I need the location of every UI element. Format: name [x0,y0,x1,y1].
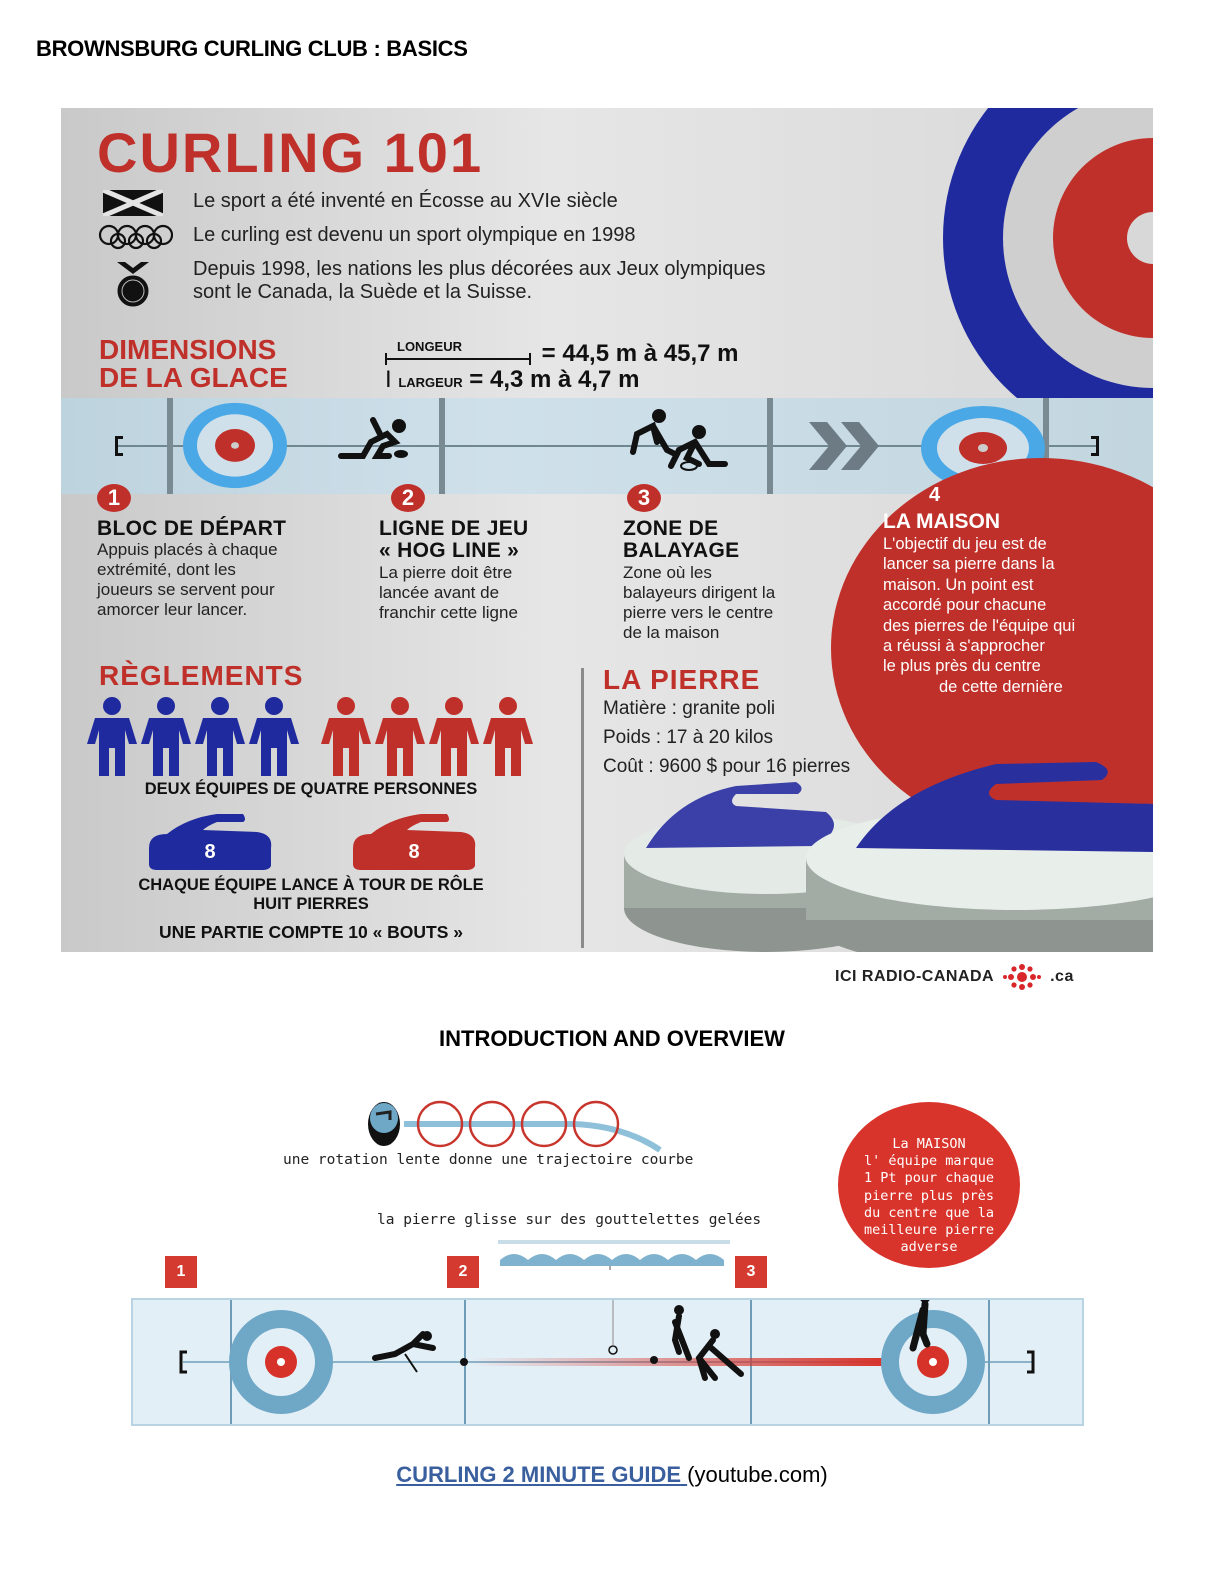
red-team-people-icon [321,697,533,776]
marker-3: 3 [735,1256,767,1288]
scotland-flag-icon [103,190,163,216]
blue-team-people-icon [87,697,299,776]
infographic-title: CURLING 101 [97,121,484,184]
stone-title: LA PIERRE [603,664,761,695]
ice-sheet [131,1298,1084,1426]
zone-number-badge: 1 [97,484,131,512]
stone-icon [353,814,476,870]
stone-material: Matière : granite poli [603,698,776,719]
curling-guide-link[interactable]: CURLING 2 MINUTE GUIDE [396,1462,688,1487]
hack-icon-left [115,436,123,456]
frozen-droplets-graphic [498,1240,730,1270]
red-stone-count: 8 [351,808,477,872]
marker-2: 2 [447,1256,479,1288]
document-title: BROWNSBURG CURLING CLUB : BASICS [36,36,468,61]
width-ruler-icon: I [385,366,392,393]
link-source: (youtube.com) [687,1462,828,1487]
ends-caption: UNE PARTIE COMPTE 10 « BOUTS » [158,922,464,942]
house-target-graphic [943,108,1153,448]
direction-chevrons-icon [809,422,879,470]
house-icon-left [183,402,287,489]
zone-description: Zone où les balayeurs dirigent la pierre… [623,563,776,642]
length-ruler-icon: LONGEUR [385,339,535,365]
zone-description: L'objectif du jeu est de lancer sa pierr… [883,535,1076,696]
zone-number-badge: 3 [627,484,661,512]
curling-sheet-diagram: une rotation lente donne une trajectoire… [0,1080,1224,1440]
fact-text-line2: sont le Canada, la Suède et la Suisse. [193,281,533,303]
sheet-artwork [179,1300,1035,1414]
radio-canada-credit: ICI RADIO-CANADA .ca [835,964,1074,990]
blue-stone-count: 8 [147,808,273,872]
zone-description: Appuis placés à chaque extrémité, dont l… [97,540,278,619]
cbc-gem-icon [1003,964,1042,990]
zone-number: 4 [929,484,941,506]
zone-description: La pierre doit être lancée avant de fran… [379,563,518,622]
zone-title: LIGNE DE JEU « HOG LINE » [379,517,529,562]
fact-text: Le curling est devenu un sport olympique… [193,224,636,246]
stone-cost: Coût : 9600 $ pour 16 pierres [603,756,851,777]
rotation-caption: une rotation lente donne une trajectoire… [283,1152,694,1168]
medal-icon [117,262,149,307]
curling-101-infographic: CURLING 101 Le sport a été inventé en Éc… [61,108,1153,952]
zone-title: BLOC DE DÉPART [97,517,287,540]
curling-stones-illustration [624,762,1153,952]
olympic-rings-icon [98,224,173,250]
maison-callout [838,1102,1020,1268]
throw-caption: CHAQUE ÉQUIPE LANCE À TOUR DE RÔLE HUIT … [138,876,484,913]
thrower-icon [338,417,408,459]
fact-text-line1: Depuis 1998, les nations les plus décoré… [193,258,766,280]
glide-caption: la pierre glisse sur des gouttelettes ge… [377,1212,762,1228]
section-heading: INTRODUCTION AND OVERVIEW [439,1026,785,1051]
dimensions-title: DIMENSIONS DE LA GLACE [99,334,288,393]
hack-icon-right [1091,436,1099,456]
zone-title: ZONE DE BALAYAGE [623,517,740,562]
width-dimension: I LARGEUR = 4,3 m à 4,7 m [385,366,640,393]
zone-number-badge: 2 [391,484,425,512]
marker-1: 1 [165,1256,197,1288]
divider [581,668,584,948]
maison-callout-text: La MAISON l' équipe marque 1 Pt pour cha… [863,1136,995,1256]
rotation-trajectory-graphic [368,1100,662,1153]
video-link-line: CURLING 2 MINUTE GUIDE (youtube.com) [0,1462,1224,1488]
zone-title: LA MAISON [883,510,1001,533]
teams-caption: DEUX ÉQUIPES DE QUATRE PERSONNES [144,780,478,798]
stone-weight: Poids : 17 à 20 kilos [603,727,774,748]
stone-icon [149,814,272,870]
rules-title: RÈGLEMENTS [99,660,304,691]
sweepers-icon [630,409,728,471]
length-dimension: LONGEUR = 44,5 m à 45,7 m [385,339,738,368]
fact-text: Le sport a été inventé en Écosse au XVIe… [193,190,618,212]
